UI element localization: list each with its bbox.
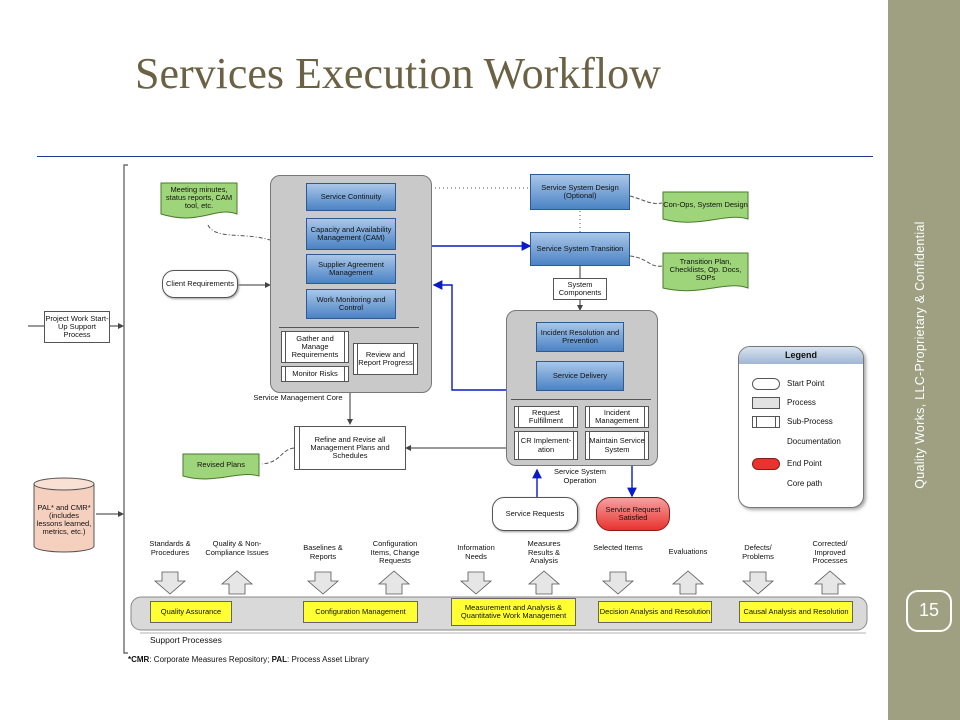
support-measurement-analysis: Measurement and Analysis & Quantitative … <box>451 598 576 626</box>
start-client-requirements: Client Requirements <box>162 270 238 298</box>
footnote: *CMR: Corporate Measures Repository; PAL… <box>128 655 369 664</box>
support-configuration-management: Configuration Management <box>303 601 418 623</box>
legend-process-label: Process <box>787 398 816 407</box>
flow-arrow-up-measures <box>527 570 561 595</box>
page-number: 15 <box>918 600 940 620</box>
slide-title: Services Execution Workflow <box>135 49 661 98</box>
service-system-transition: Service System Transition <box>530 232 630 266</box>
legend-start-icon <box>752 378 780 390</box>
flow-arrow-down-selected <box>601 571 635 595</box>
doc-shape-conops <box>662 191 749 223</box>
flow-arrow-up-quality <box>220 570 254 595</box>
footnote-pal-key: PAL <box>271 655 288 664</box>
refine-revise-plans: Refine and Revise all Management Plans a… <box>294 426 406 470</box>
end-service-request-satisfied: Service Request Satisfied <box>596 497 670 531</box>
core-capacity-availability: Capacity and Availability Management (CA… <box>306 218 396 250</box>
title-underline <box>37 156 873 157</box>
doc-shape-meeting <box>160 182 238 219</box>
flow-arrow-down-defects <box>741 571 775 595</box>
flow-arrow-down-baselines <box>306 571 340 595</box>
support-processes-label: Support Processes <box>150 635 222 645</box>
op-label: Service System Operation <box>553 467 607 485</box>
project-work-startup: Project Work Start-Up Support Process <box>44 311 110 343</box>
page-number-frame <box>906 590 952 632</box>
op-cr-implementation: CR Implement-ation <box>514 431 578 460</box>
support-quality-assurance: Quality Assurance <box>150 601 232 623</box>
start-service-requests: Service Requests <box>492 497 578 531</box>
legend-core-path-label: Core path <box>787 479 823 488</box>
flow-arrow-up-configuration <box>377 570 411 595</box>
op-incident-resolution: Incident Resolution and Prevention <box>536 322 624 352</box>
flow-arrow-up-corrected <box>813 570 847 595</box>
flow-arrow-up-evaluations <box>671 570 705 595</box>
flow-label-measures: Measures Results & Analysis <box>527 539 561 566</box>
support-causal-analysis: Causal Analysis and Resolution <box>739 601 853 623</box>
doc-meeting-minutes: Meeting minutes, status reports, CAM too… <box>165 184 233 211</box>
legend-documentation-label: Documentation <box>787 437 841 446</box>
legend-end-label: End Point <box>787 459 822 468</box>
doc-shape-revised <box>182 453 260 480</box>
core-service-continuity: Service Continuity <box>306 183 396 211</box>
core-review-report: Review and Report Progress <box>353 343 418 375</box>
flow-arrow-down-standards <box>153 571 187 595</box>
op-incident-management: Incident Management <box>585 406 649 428</box>
core-monitor-risks: Monitor Risks <box>281 366 349 382</box>
op-subprocess-divider <box>511 399 651 400</box>
legend-title: Legend <box>739 347 863 364</box>
flow-label-standards: Standards & Procedures <box>149 539 191 557</box>
flow-label-quality: Quality & Non-Compliance Issues <box>205 539 269 557</box>
pal-cylinder-shape <box>33 477 95 553</box>
legend-subprocess-label: Sub-Process <box>787 417 833 426</box>
confidential-label: Quality Works, LLC-Proprietary & Confide… <box>913 221 928 489</box>
legend-start-label: Start Point <box>787 379 825 388</box>
service-system-design: Service System Design (Optional) <box>530 174 630 210</box>
op-service-delivery: Service Delivery <box>536 361 624 391</box>
footnote-cmr-key: *CMR <box>128 655 150 664</box>
system-components: System Components <box>553 278 607 300</box>
legend-subprocess-icon <box>752 416 780 428</box>
doc-revised-plans: Revised Plans <box>197 459 245 469</box>
flow-label-defects: Defects/ Problems <box>742 543 774 561</box>
doc-transition-plan: Transition Plan, Checklists, Op. Docs, S… <box>669 256 742 283</box>
pal-cmr-repository: PAL* and CMR* (includes lessons learned,… <box>36 502 92 537</box>
legend-end-icon <box>752 458 780 470</box>
core-gather-requirements: Gather and Manage Requirements <box>281 331 349 363</box>
op-maintain-service-system: Maintain Service System <box>585 431 649 460</box>
legend-process-icon <box>752 397 780 409</box>
footnote-cmr-text: : Corporate Measures Repository; <box>149 655 270 664</box>
flow-label-corrected: Corrected/ Improved Processes <box>812 539 848 566</box>
core-label: Service Management Core <box>253 393 343 402</box>
core-subprocess-divider <box>279 327 419 328</box>
support-decision-analysis: Decision Analysis and Resolution <box>598 601 712 623</box>
op-request-fulfillment: Request Fulfillment <box>514 406 578 428</box>
flow-label-configuration: Configuration Items, Change Requests <box>370 539 420 566</box>
flow-label-selected: Selected Items <box>593 543 643 552</box>
flow-label-evaluations: Evaluations <box>668 547 708 556</box>
core-work-monitoring: Work Monitoring and Control <box>306 289 396 319</box>
footnote-pal-text: : Process Asset Library <box>287 655 369 664</box>
flow-label-baselines: Baselines & Reports <box>303 543 343 561</box>
core-supplier-agreement: Supplier Agreement Management <box>306 254 396 284</box>
sidebar-text: Quality Works, LLC-Proprietary & Confide… <box>900 200 940 510</box>
flow-label-information: Information Needs <box>457 543 495 561</box>
doc-conops: Con-Ops, System Design <box>663 199 748 209</box>
doc-shape-transition <box>662 252 749 292</box>
flow-arrow-down-information <box>459 571 493 595</box>
